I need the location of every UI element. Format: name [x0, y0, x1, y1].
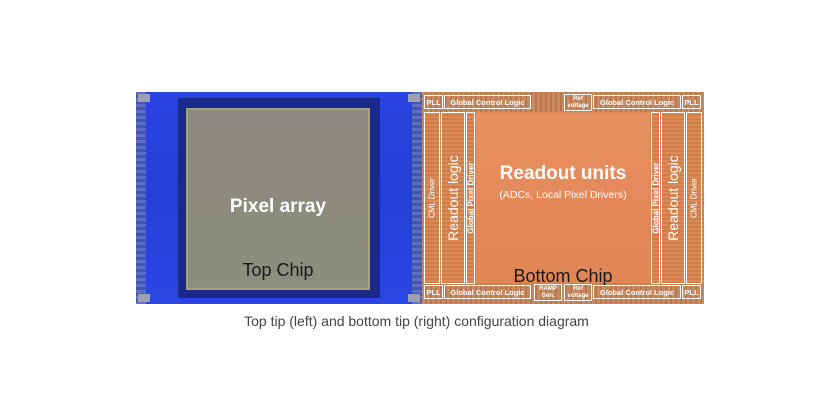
bond-pad	[138, 94, 150, 102]
global-control-logic-bottom-left: Global Control Logic	[444, 285, 531, 299]
figure-caption: Top tip (left) and bottom tip (right) co…	[244, 313, 589, 329]
ref-voltage-top: Ref voltage	[564, 94, 592, 111]
ref-voltage-bottom: Ref voltage	[564, 284, 592, 301]
bottom-chip-diagram: PLL Global Control Logic Ref voltage Glo…	[422, 92, 704, 304]
chip-edge-right	[412, 92, 422, 304]
global-control-logic-top-left: Global Control Logic	[444, 95, 531, 109]
bond-pad	[408, 94, 420, 102]
global-pixel-driver-right: Global Pixel Driver	[651, 112, 660, 284]
cml-driver-left: CML Driver	[424, 112, 440, 284]
global-pixel-driver-left-label: Global Pixel Driver	[466, 162, 475, 234]
bond-pad	[408, 294, 420, 302]
cml-driver-right-label: CML Driver	[689, 177, 699, 219]
pll-block-top-right: PLL	[682, 95, 701, 109]
pixel-array-label: Pixel array	[229, 196, 327, 217]
global-pixel-driver-right-label: Global Pixel Driver	[651, 162, 660, 234]
chip-edge-left	[136, 92, 146, 304]
readout-units-region: Readout units (ADCs, Local Pixel Drivers…	[476, 113, 650, 286]
ramp-gen-block: RAMP Gen.	[534, 284, 562, 301]
readout-logic-right: Readout logic	[661, 112, 685, 284]
cml-driver-left-label: CML Driver	[427, 177, 437, 219]
bottom-chip-label: Bottom Chip	[513, 266, 613, 286]
top-chip-diagram: Pixel array Top Chip	[136, 92, 422, 304]
readout-units-title: Readout units	[499, 163, 627, 184]
global-pixel-driver-left: Global Pixel Driver	[466, 112, 475, 284]
bond-pad	[138, 294, 150, 302]
readout-units-subtitle: (ADCs, Local Pixel Drivers)	[499, 189, 627, 201]
bottom-control-strip	[422, 284, 704, 304]
global-control-logic-bottom-right: Global Control Logic	[593, 285, 681, 299]
readout-logic-left: Readout logic	[441, 112, 465, 284]
cml-driver-right: CML Driver	[686, 112, 702, 284]
global-control-logic-top-right: Global Control Logic	[593, 95, 681, 109]
readout-logic-left-label: Readout logic	[445, 155, 461, 241]
readout-logic-right-label: Readout logic	[665, 155, 681, 241]
pll-block-bottom-right: PLL	[682, 285, 701, 299]
pixel-array-block: Pixel array Top Chip	[186, 108, 370, 290]
top-chip-label: Top Chip	[242, 260, 314, 280]
pll-block-top-left: PLL	[424, 95, 443, 109]
top-control-strip	[422, 92, 704, 112]
pll-block-bottom-left: PLL	[424, 285, 443, 299]
